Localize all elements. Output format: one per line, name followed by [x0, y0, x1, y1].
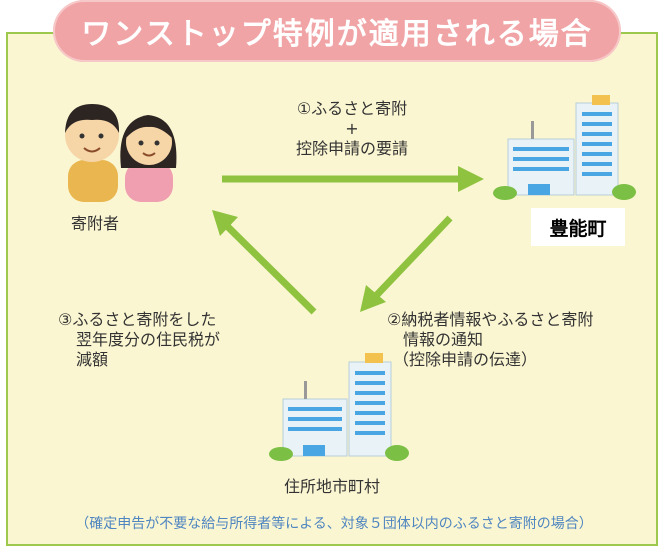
arrow1-plus: + — [345, 119, 359, 138]
arrow2-text: ②納税者情報やふるさと寄附 情報の通知 （控除申請の伝達） — [387, 310, 662, 370]
footnote: （確定申告が不要な給与所得者等による、対象５団体以内のふるさと寄附の場合） — [75, 516, 593, 532]
residence-label: 住所地市町村 — [283, 477, 380, 496]
arrow2-line: ②納税者情報やふるさと寄附 — [387, 310, 594, 329]
arrow3-line: 翌年度分の住民税が — [76, 330, 221, 349]
arrow3-line: ③ふるさと寄附をした — [58, 310, 217, 329]
residence-building-icon — [269, 353, 409, 461]
town-label: 豊能町 — [531, 208, 625, 246]
donor-label: 寄附者 — [70, 214, 119, 233]
arrow1-text: ①ふるさと寄附 + 控除申請の要請 — [242, 99, 462, 159]
arrow3-line: 減額 — [76, 350, 109, 369]
arrow-donation — [222, 166, 484, 192]
arrow2-line: （控除申請の伝達） — [393, 350, 538, 369]
arrow-notification — [360, 215, 453, 312]
arrow3-text: ③ふるさと寄附をした 翌年度分の住民税が 減額 — [58, 310, 288, 370]
donor-icon — [65, 104, 177, 202]
arrow1-line1: ①ふるさと寄附 — [296, 99, 408, 118]
arrow2-line: 情報の通知 — [403, 330, 484, 349]
town-building-icon — [493, 95, 636, 200]
title-banner: ワンストップ特例が適用される場合 — [53, 0, 621, 62]
arrow-tax-reduction — [212, 210, 317, 315]
arrow1-line2: 控除申請の要請 — [295, 139, 408, 158]
